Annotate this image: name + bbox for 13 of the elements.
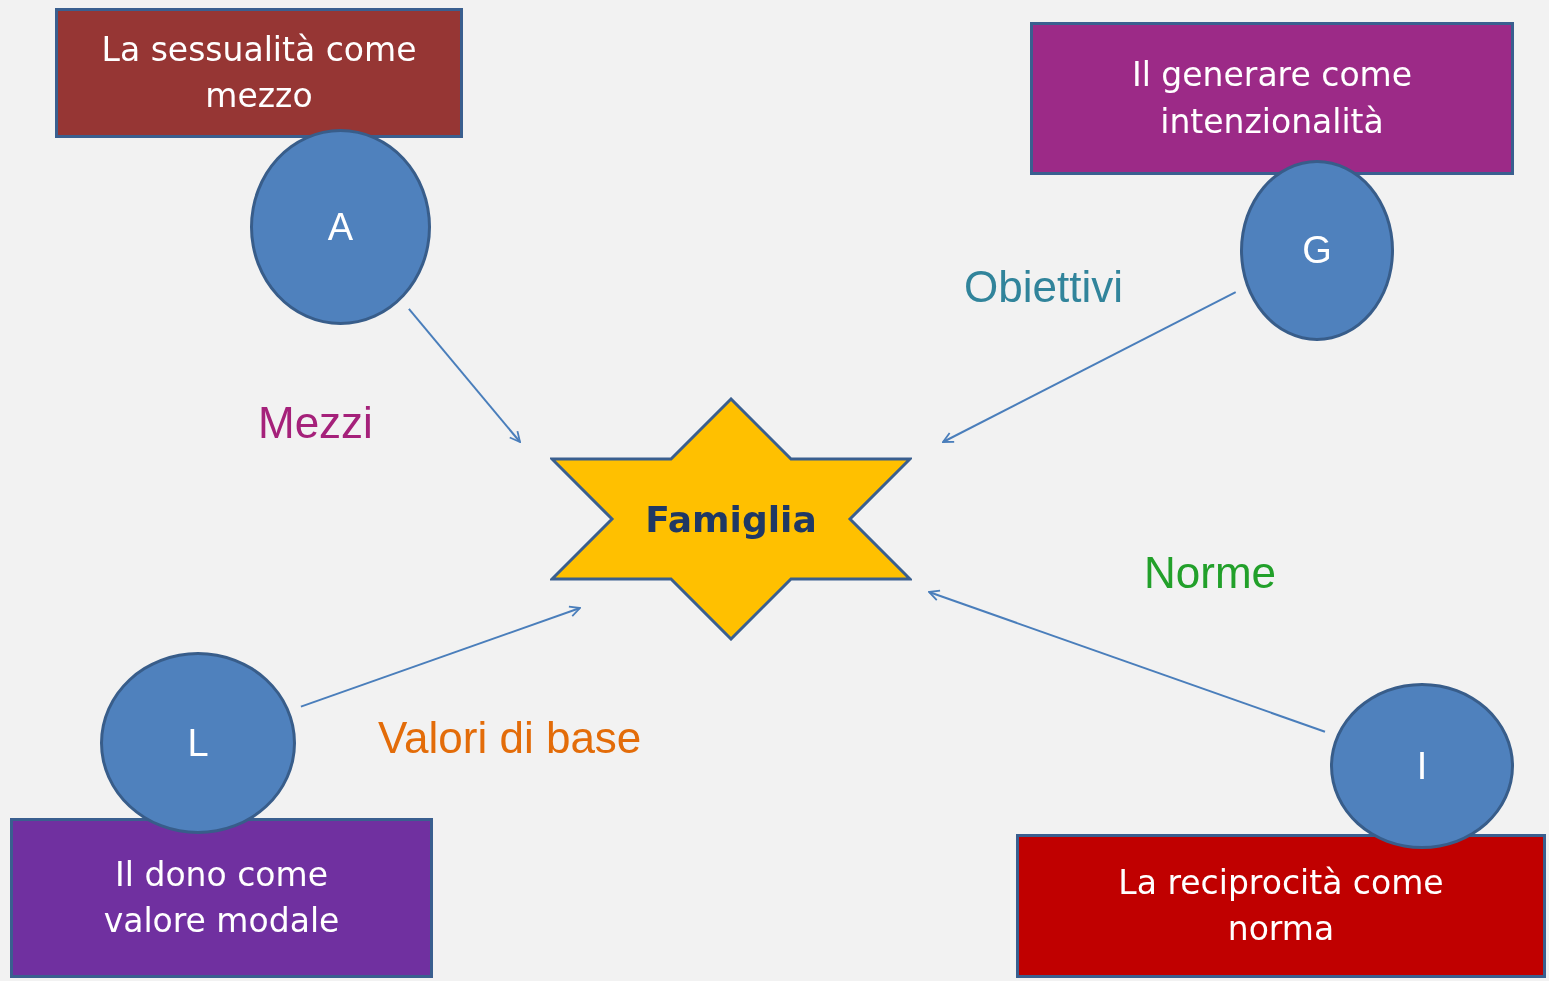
circle-node: I [1330,683,1514,849]
circle-node: G [1240,160,1394,341]
arrow [299,605,581,708]
text-box: Il dono come valore modale [10,818,433,978]
text-box: La reciprocità come norma [1016,834,1546,978]
arrow [942,291,1237,443]
circle-node: L [100,652,296,834]
arrow [928,589,1326,733]
node-label: Famiglia [645,498,817,540]
arrow [407,307,521,443]
text-box: La sessualità come mezzo [55,8,463,138]
text-box: Il generare come intenzionalità [1030,22,1514,175]
circle-node: A [250,129,431,325]
